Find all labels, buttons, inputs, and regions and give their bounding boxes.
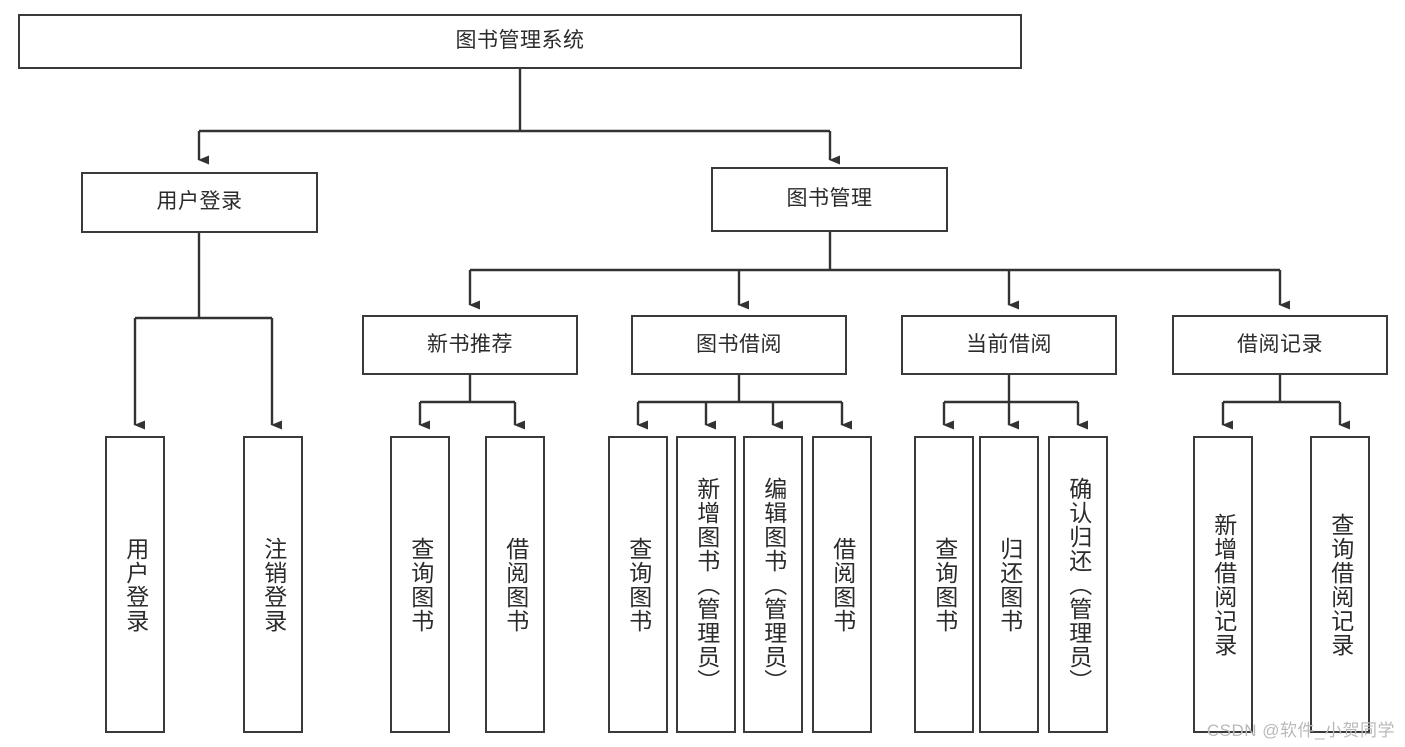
csdn-watermark: CSDN @软件_小贺同学 bbox=[1206, 721, 1395, 740]
leaf-record-query-record-label: 查询借阅记录 bbox=[1327, 512, 1354, 657]
node-current-borrow[interactable]: 当前借阅 bbox=[901, 315, 1117, 375]
leaf-current-confirm-return-admin-label: 确认归还（管理员） bbox=[1065, 476, 1092, 693]
leaf-borrow-query-book-label: 查询图书 bbox=[625, 536, 652, 633]
leaf-user-login-label: 用户登录 bbox=[122, 536, 149, 633]
leaf-borrow-edit-book-admin-label: 编辑图书（管理员） bbox=[760, 476, 787, 693]
leaf-logout-label: 注销登录 bbox=[260, 536, 287, 633]
node-root-system-label: 图书管理系统 bbox=[455, 29, 585, 53]
node-borrow-record-label: 借阅记录 bbox=[1237, 332, 1323, 356]
node-new-book-recommend-label: 新书推荐 bbox=[427, 332, 513, 356]
leaf-current-confirm-return-admin[interactable]: 确认归还（管理员） bbox=[1048, 436, 1108, 733]
leaf-borrow-borrow-book[interactable]: 借阅图书 bbox=[812, 436, 872, 733]
leaf-user-login[interactable]: 用户登录 bbox=[105, 436, 165, 733]
node-borrow-record[interactable]: 借阅记录 bbox=[1172, 315, 1388, 375]
leaf-new-book-query-book[interactable]: 查询图书 bbox=[390, 436, 450, 733]
node-book-management-label: 图书管理 bbox=[786, 187, 873, 211]
node-book-borrow-label: 图书借阅 bbox=[696, 332, 782, 356]
node-root-system[interactable]: 图书管理系统 bbox=[18, 14, 1022, 69]
leaf-new-book-borrow-book[interactable]: 借阅图书 bbox=[485, 436, 545, 733]
node-user-login-label: 用户登录 bbox=[156, 190, 243, 214]
leaf-borrow-query-book[interactable]: 查询图书 bbox=[608, 436, 668, 733]
node-book-management[interactable]: 图书管理 bbox=[711, 167, 948, 232]
node-book-borrow[interactable]: 图书借阅 bbox=[631, 315, 847, 375]
leaf-record-add-record-label: 新增借阅记录 bbox=[1210, 512, 1237, 657]
leaf-current-return-book[interactable]: 归还图书 bbox=[979, 436, 1039, 733]
leaf-borrow-add-book-admin[interactable]: 新增图书（管理员） bbox=[676, 436, 736, 733]
node-new-book-recommend[interactable]: 新书推荐 bbox=[362, 315, 578, 375]
leaf-logout[interactable]: 注销登录 bbox=[243, 436, 303, 733]
leaf-record-add-record[interactable]: 新增借阅记录 bbox=[1193, 436, 1253, 733]
leaf-new-book-query-book-label: 查询图书 bbox=[407, 536, 434, 633]
leaf-current-query-book[interactable]: 查询图书 bbox=[914, 436, 974, 733]
node-user-login[interactable]: 用户登录 bbox=[81, 172, 318, 233]
leaf-borrow-edit-book-admin[interactable]: 编辑图书（管理员） bbox=[743, 436, 803, 733]
leaf-record-query-record[interactable]: 查询借阅记录 bbox=[1310, 436, 1370, 733]
leaf-borrow-add-book-admin-label: 新增图书（管理员） bbox=[693, 476, 720, 693]
node-current-borrow-label: 当前借阅 bbox=[966, 332, 1052, 356]
leaf-current-query-book-label: 查询图书 bbox=[931, 536, 958, 633]
leaf-borrow-borrow-book-label: 借阅图书 bbox=[829, 536, 856, 633]
leaf-current-return-book-label: 归还图书 bbox=[996, 536, 1023, 633]
leaf-new-book-borrow-book-label: 借阅图书 bbox=[502, 536, 529, 633]
